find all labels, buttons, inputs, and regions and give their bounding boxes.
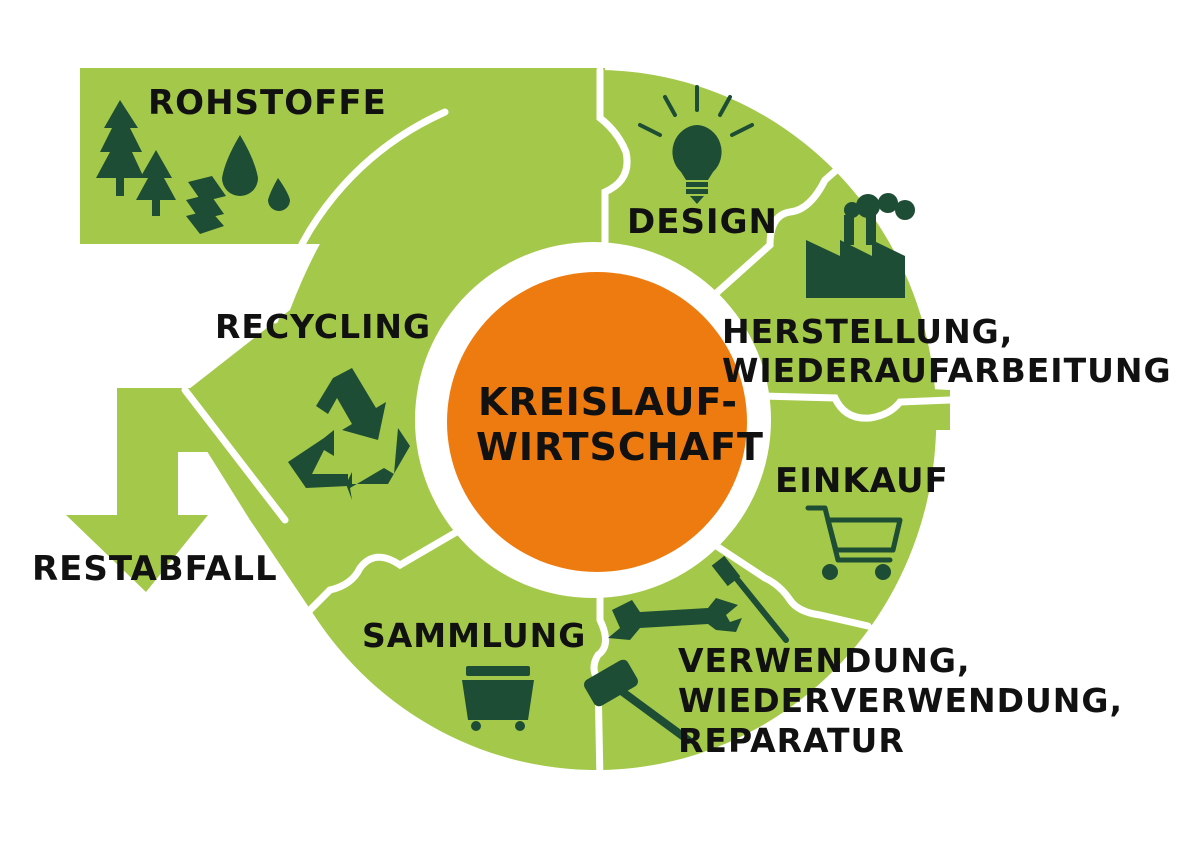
tools-icon bbox=[584, 555, 789, 744]
sammlung-label: SAMMLUNG bbox=[362, 616, 586, 655]
herstellung-label-line2: WIEDERAUFARBEITUNG bbox=[722, 351, 1172, 390]
recycling-icon bbox=[288, 368, 410, 500]
center-label-line1: KREISLAUF- bbox=[478, 380, 738, 424]
verwendung-label-line3: REPARATUR bbox=[678, 721, 905, 760]
recycling-label: RECYCLING bbox=[215, 307, 431, 346]
rohstoffe-label: ROHSTOFFE bbox=[148, 83, 387, 123]
waste-container-icon bbox=[462, 666, 534, 731]
restabfall-label: RESTABFALL bbox=[32, 549, 278, 589]
verwendung-label-line1: VERWENDUNG, bbox=[678, 641, 970, 680]
lightbulb-icon bbox=[638, 85, 754, 204]
design-label: DESIGN bbox=[627, 202, 778, 242]
center-label-line2: WIRTSCHAFT bbox=[476, 425, 764, 469]
trees-water-wood-icon bbox=[96, 100, 290, 234]
rohstoffe-segment bbox=[80, 68, 605, 244]
segment-separators bbox=[181, 66, 954, 784]
center-circle bbox=[447, 272, 747, 572]
shopping-cart-icon bbox=[805, 505, 903, 580]
herstellung-label-line1: HERSTELLUNG, bbox=[722, 312, 1013, 351]
verwendung-label-line2: WIEDERVERWENDUNG, bbox=[678, 681, 1123, 720]
restabfall-arrow bbox=[66, 380, 318, 592]
einkauf-label: EINKAUF bbox=[775, 461, 949, 501]
factory-icon bbox=[806, 193, 915, 298]
